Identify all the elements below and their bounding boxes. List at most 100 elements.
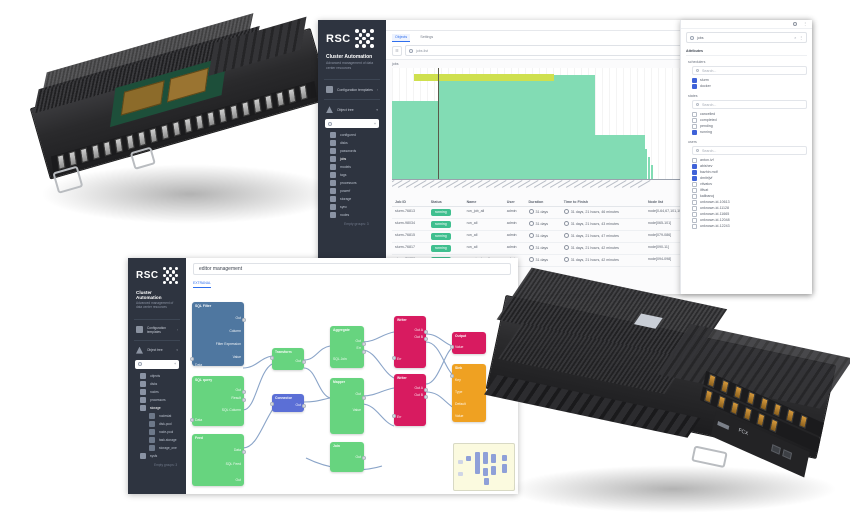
node-port-out[interactable]: Data bbox=[233, 448, 241, 452]
add-node-button[interactable]: + bbox=[374, 121, 376, 126]
cell-job-id[interactable]: slurm-98034 bbox=[392, 218, 428, 231]
port-dot[interactable] bbox=[424, 388, 428, 392]
tree-item[interactable]: processors bbox=[330, 179, 386, 187]
tree-subitem[interactable]: task-storage bbox=[149, 436, 186, 444]
tree-item[interactable]: models bbox=[330, 163, 386, 171]
col-duration[interactable]: Duration bbox=[525, 198, 561, 207]
port-dot[interactable] bbox=[302, 360, 306, 364]
checkbox-user-6[interactable]: kalibanoj bbox=[686, 193, 807, 199]
checkbox-user-3[interactable]: dmitrijvf bbox=[686, 175, 807, 181]
checkbox-user-2[interactable]: bazhin.mdf bbox=[686, 169, 807, 175]
node-port-out[interactable]: Out bbox=[355, 455, 361, 459]
tab-settings[interactable]: Settings bbox=[420, 35, 434, 39]
col-job-id[interactable]: Job ID bbox=[392, 198, 428, 207]
tree-item[interactable]: configured bbox=[330, 131, 386, 139]
sidebar-item-object-tree[interactable]: Object tree ▾ bbox=[318, 103, 386, 116]
schedulers-search-input[interactable]: Search... bbox=[692, 66, 807, 75]
node-transform[interactable]: Transform Out bbox=[270, 348, 306, 370]
port-dot[interactable] bbox=[450, 374, 454, 378]
port-dot[interactable] bbox=[392, 356, 396, 360]
cell-job-id[interactable]: slurm-76817 bbox=[392, 242, 428, 255]
node-port-out[interactable]: Out A bbox=[414, 328, 423, 332]
checkbox-docker[interactable]: docker bbox=[686, 83, 807, 89]
tree-item[interactable]: sync bbox=[330, 203, 386, 211]
node-port-in[interactable]: Value bbox=[455, 345, 464, 349]
flow-title-input[interactable]: editor management bbox=[193, 263, 511, 275]
port-dot[interactable] bbox=[242, 318, 246, 322]
checkbox-running[interactable]: running bbox=[686, 129, 807, 135]
tree-item[interactable]: nodes bbox=[330, 211, 386, 219]
port-dot[interactable] bbox=[424, 395, 428, 399]
tree-item[interactable]: tags bbox=[330, 171, 386, 179]
node-sink[interactable]: Sink Key Type Default Value bbox=[450, 364, 486, 422]
node-port-out[interactable]: Out bbox=[355, 392, 361, 396]
node-connector[interactable]: Connector Out bbox=[270, 394, 306, 412]
node-port-out[interactable]: Out bbox=[295, 359, 301, 363]
tree-item[interactable]: disks bbox=[330, 139, 386, 147]
port-dot[interactable] bbox=[242, 450, 246, 454]
checkbox-user-11[interactable]: unknown-id-12243 bbox=[686, 223, 807, 229]
port-dot[interactable] bbox=[270, 356, 274, 360]
port-dot[interactable] bbox=[450, 345, 454, 349]
col-name[interactable]: Name bbox=[463, 198, 504, 207]
checkbox-user-5[interactable]: ilfivat bbox=[686, 187, 807, 193]
checkbox-user-4[interactable]: vitvatov bbox=[686, 181, 807, 187]
node-aggregate[interactable]: Aggregate Out Err SQL Join bbox=[330, 326, 366, 368]
col-user[interactable]: User bbox=[503, 198, 526, 207]
panel-search-input[interactable]: jobs × ⋮ bbox=[686, 32, 807, 43]
checkbox-completed[interactable]: completed bbox=[686, 117, 807, 123]
col-status[interactable]: Status bbox=[427, 198, 464, 207]
minimap[interactable] bbox=[453, 443, 515, 491]
node-port-out[interactable]: Out bbox=[295, 403, 301, 407]
node-port-out[interactable]: Out A bbox=[414, 386, 423, 390]
node-port-out[interactable]: Out bbox=[355, 339, 361, 343]
kebab-icon[interactable]: ⋮ bbox=[799, 35, 803, 40]
node-port-out[interactable]: Result bbox=[231, 396, 241, 400]
node-join[interactable]: Join Out bbox=[330, 442, 366, 472]
port-dot[interactable] bbox=[270, 402, 274, 406]
checkbox-slurm[interactable]: slurm bbox=[686, 77, 807, 83]
port-dot[interactable] bbox=[362, 456, 366, 460]
tree-subitem[interactable]: nodestat bbox=[149, 412, 186, 420]
node-port-out[interactable]: Out bbox=[235, 388, 241, 392]
port-dot[interactable] bbox=[362, 342, 366, 346]
port-dot[interactable] bbox=[424, 337, 428, 341]
node-feed[interactable]: Feed Data SQL Feed Out bbox=[192, 434, 246, 486]
checkbox-cancelled[interactable]: cancelled bbox=[686, 111, 807, 117]
tree-item[interactable]: disks bbox=[140, 380, 186, 388]
node-port-in[interactable]: Data bbox=[195, 363, 203, 367]
checkbox-user-1[interactable]: abishev bbox=[686, 163, 807, 169]
tree-item-storage[interactable]: storage bbox=[140, 404, 186, 412]
node-output[interactable]: Output Value bbox=[450, 332, 486, 354]
flow-canvas[interactable]: SQL Filter Out Column Filter Expression … bbox=[186, 298, 518, 494]
port-dot[interactable] bbox=[190, 357, 194, 361]
node-port-out[interactable]: Err bbox=[356, 346, 361, 350]
sidebar-item-object-tree[interactable]: Object tree ▾ bbox=[128, 344, 186, 357]
filter-icon[interactable]: ☷ bbox=[392, 45, 402, 56]
tree-item[interactable]: sysfs bbox=[140, 452, 186, 460]
chart-cursor[interactable] bbox=[438, 68, 439, 179]
node-port-out[interactable]: Out bbox=[235, 316, 241, 320]
tree-search-input[interactable]: + bbox=[135, 359, 179, 369]
port-dot[interactable] bbox=[242, 398, 246, 402]
kebab-icon[interactable]: ⋮ bbox=[803, 22, 807, 26]
node-writer-b[interactable]: Writer Out A Out B Err bbox=[392, 374, 428, 426]
port-dot[interactable] bbox=[362, 396, 366, 400]
node-writer-a[interactable]: Writer Out A Out B Err bbox=[392, 316, 428, 368]
node-port-in[interactable]: Data bbox=[195, 418, 203, 422]
tree-item[interactable]: powerf bbox=[330, 187, 386, 195]
cell-job-id[interactable]: slurm-76815 bbox=[392, 230, 428, 243]
tree-subitem[interactable]: storage_one bbox=[149, 444, 186, 452]
port-dot[interactable] bbox=[424, 330, 428, 334]
tree-item[interactable]: nodes bbox=[140, 388, 186, 396]
node-mapper[interactable]: Mapper Out Value bbox=[330, 378, 366, 434]
node-port-in[interactable]: Err bbox=[397, 415, 402, 419]
add-node-button[interactable]: + bbox=[174, 362, 176, 367]
port-dot[interactable] bbox=[362, 350, 366, 354]
node-port-in[interactable]: Out bbox=[235, 478, 241, 482]
checkbox-pending[interactable]: pending bbox=[686, 123, 807, 129]
tree-item[interactable]: storage bbox=[330, 195, 386, 203]
states-search-input[interactable]: Search... bbox=[692, 100, 807, 109]
checkbox-user-7[interactable]: unknown-id-10613 bbox=[686, 199, 807, 205]
port-dot[interactable] bbox=[392, 414, 396, 418]
